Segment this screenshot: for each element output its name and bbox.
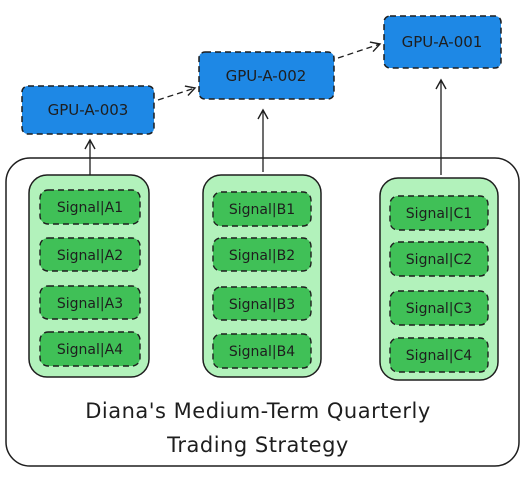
gpu-label: GPU-A-002 [226,67,307,85]
signal-chip[interactable]: Signal|C4 [389,337,489,373]
gpu-label: GPU-A-001 [402,33,483,51]
signal-chip[interactable]: Signal|A3 [39,285,141,320]
signal-chip[interactable]: Signal|A1 [39,189,141,225]
gpu-label: GPU-A-003 [48,101,129,119]
signal-chip[interactable]: Signal|A2 [39,237,141,272]
signal-chip[interactable]: Signal|C2 [389,241,489,277]
arrow-gpu-3-to-gpu-2 [157,85,197,101]
signal-group-b[interactable]: Signal|B1 Signal|B2 Signal|B3 Signal|B4 [202,174,322,378]
strategy-title-line-1: Diana's Medium-Term Quarterly [85,399,431,423]
signal-label: Signal|B4 [229,344,295,360]
signal-label: Signal|C3 [406,301,472,317]
signal-chip[interactable]: Signal|B4 [212,333,312,369]
signal-chip[interactable]: Signal|A4 [39,331,141,367]
signal-chip[interactable]: Signal|C1 [389,195,489,231]
signal-label: Signal|A4 [57,342,123,358]
signal-label: Signal|B3 [229,297,295,313]
signal-chip[interactable]: Signal|B2 [212,237,312,272]
gpu-node-2[interactable]: GPU-A-002 [198,51,335,100]
signal-label: Signal|C4 [406,348,472,364]
signal-group-a[interactable]: Signal|A1 Signal|A2 Signal|A3 Signal|A4 [28,174,150,378]
signal-chip[interactable]: Signal|C3 [389,290,489,326]
signal-label: Signal|A1 [57,200,123,216]
arrow-gpu-2-to-gpu-1 [337,41,382,59]
signal-label: Signal|B2 [229,248,295,264]
signal-label: Signal|B1 [229,202,295,218]
signal-label: Signal|C2 [406,252,472,268]
signal-label: Signal|A3 [57,296,123,312]
gpu-node-3[interactable]: GPU-A-003 [21,85,155,135]
signal-label: Signal|A2 [57,248,123,264]
signal-chip[interactable]: Signal|B1 [212,191,312,227]
signal-chip[interactable]: Signal|B3 [212,286,312,321]
signal-label: Signal|C1 [406,206,472,222]
gpu-node-1[interactable]: GPU-A-001 [383,15,502,69]
strategy-title-line-2: Trading Strategy [166,433,349,457]
signal-group-c[interactable]: Signal|C1 Signal|C2 Signal|C3 Signal|C4 [379,177,499,381]
